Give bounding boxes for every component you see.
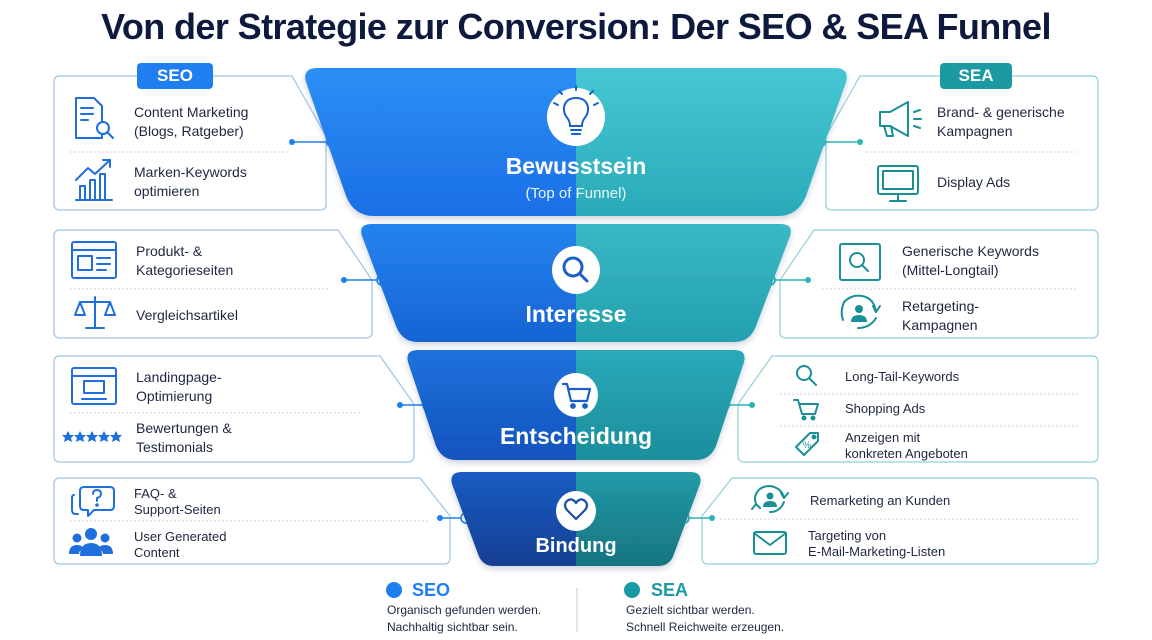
legend-seo-text: Organisch gefunden werden. Nachhaltig si… bbox=[387, 603, 542, 634]
stage-2-seo-half bbox=[361, 224, 576, 342]
remarketing-user-icon bbox=[751, 485, 789, 513]
stage-4-seo-half bbox=[451, 472, 576, 566]
stage-1-seo-half bbox=[305, 68, 576, 216]
document-search-icon bbox=[75, 97, 114, 139]
magnifier-icon bbox=[562, 256, 589, 283]
seo-item-marken-keywords: Marken-Keywords optimieren bbox=[134, 164, 247, 199]
seo-item-bewertungen: Bewertungen & Testimonials bbox=[136, 420, 232, 455]
megaphone-icon bbox=[879, 101, 922, 137]
stage-title-entscheidung: Entscheidung bbox=[499, 423, 653, 449]
sea-item-retargeting: Retargeting- Kampagnen bbox=[902, 298, 980, 333]
sea-legend-dot bbox=[624, 582, 640, 598]
price-tag-icon: % bbox=[795, 432, 819, 456]
sea-badge: SEA bbox=[940, 63, 1012, 89]
stage-title-bewusstsein: Bewusstsein bbox=[505, 153, 647, 179]
landingpage-icon bbox=[71, 367, 117, 405]
sea-panel-3 bbox=[737, 355, 1099, 463]
sea-item-generische-keywords: Generische Keywords (Mittel-Longtail) bbox=[902, 243, 1039, 278]
lightbulb-icon bbox=[553, 85, 599, 135]
chart-growth-icon bbox=[75, 159, 113, 201]
seo-panel-1 bbox=[53, 75, 327, 211]
sea-item-angebote: Anzeigen mit konkreten Angeboten bbox=[845, 430, 968, 461]
user-group-icon bbox=[69, 528, 113, 556]
stage-4-sea-half bbox=[576, 472, 701, 566]
sea-item-brand-kampagnen: Brand- & generische Kampagnen bbox=[937, 104, 1065, 139]
legend-sea-title: SEA bbox=[651, 580, 689, 600]
seo-item-content-marketing: Content Marketing (Blogs, Ratgeber) bbox=[134, 104, 249, 139]
monitor-icon bbox=[877, 165, 919, 202]
seo-badge: SEO bbox=[137, 63, 213, 89]
cart-icon bbox=[561, 382, 592, 409]
sea-item-long-tail: Long-Tail-Keywords bbox=[845, 369, 960, 384]
seo-item-ugc: User Generated Content bbox=[134, 529, 227, 560]
seo-item-produktseiten: Produkt- & Kategorieseiten bbox=[136, 243, 234, 278]
seo-item-landingpage: Landingpage- Optimierung bbox=[136, 369, 222, 404]
legend-sea-text: Gezielt sichtbar werden. Schnell Reichwe… bbox=[626, 603, 785, 634]
seo-panel-3 bbox=[53, 355, 415, 463]
stars-icon bbox=[62, 431, 122, 442]
email-icon bbox=[753, 531, 787, 555]
sea-panel-4 bbox=[701, 477, 1099, 565]
search-icon bbox=[796, 365, 817, 386]
sea-item-remarketing: Remarketing an Kunden bbox=[810, 493, 951, 508]
legend-seo-title: SEO bbox=[412, 580, 451, 600]
retargeting-user-icon bbox=[840, 294, 881, 329]
svg-text:%: % bbox=[803, 440, 811, 450]
sea-item-shopping-ads: Shopping Ads bbox=[845, 401, 926, 416]
stage-subtitle-bewusstsein: (Top of Funnel) bbox=[525, 185, 627, 202]
faq-chat-icon bbox=[71, 486, 115, 517]
stage-3-seo-half bbox=[407, 350, 576, 460]
seo-item-faq: FAQ- & Support-Seiten bbox=[134, 486, 221, 517]
shopping-cart-icon bbox=[793, 399, 819, 421]
stage-title-interesse: Interesse bbox=[525, 301, 627, 327]
scales-icon bbox=[74, 296, 116, 329]
stage-1-sea-half bbox=[576, 68, 847, 216]
seo-item-vergleichsartikel: Vergleichsartikel bbox=[136, 307, 238, 323]
stage-3-sea-half bbox=[576, 350, 745, 460]
sea-item-display-ads: Display Ads bbox=[937, 174, 1011, 190]
stage-2-sea-half bbox=[576, 224, 791, 342]
search-box-icon bbox=[839, 243, 881, 281]
seo-legend-dot bbox=[386, 582, 402, 598]
seo-panel-2 bbox=[53, 229, 373, 339]
sea-item-email-listen: Targeting von E-Mail-Marketing-Listen bbox=[808, 528, 946, 559]
heart-icon bbox=[563, 498, 589, 521]
stage-title-bindung: Bindung bbox=[535, 535, 617, 557]
browser-layout-icon bbox=[71, 241, 117, 279]
page-title: Von der Strategie zur Conversion: Der SE… bbox=[101, 6, 1051, 47]
